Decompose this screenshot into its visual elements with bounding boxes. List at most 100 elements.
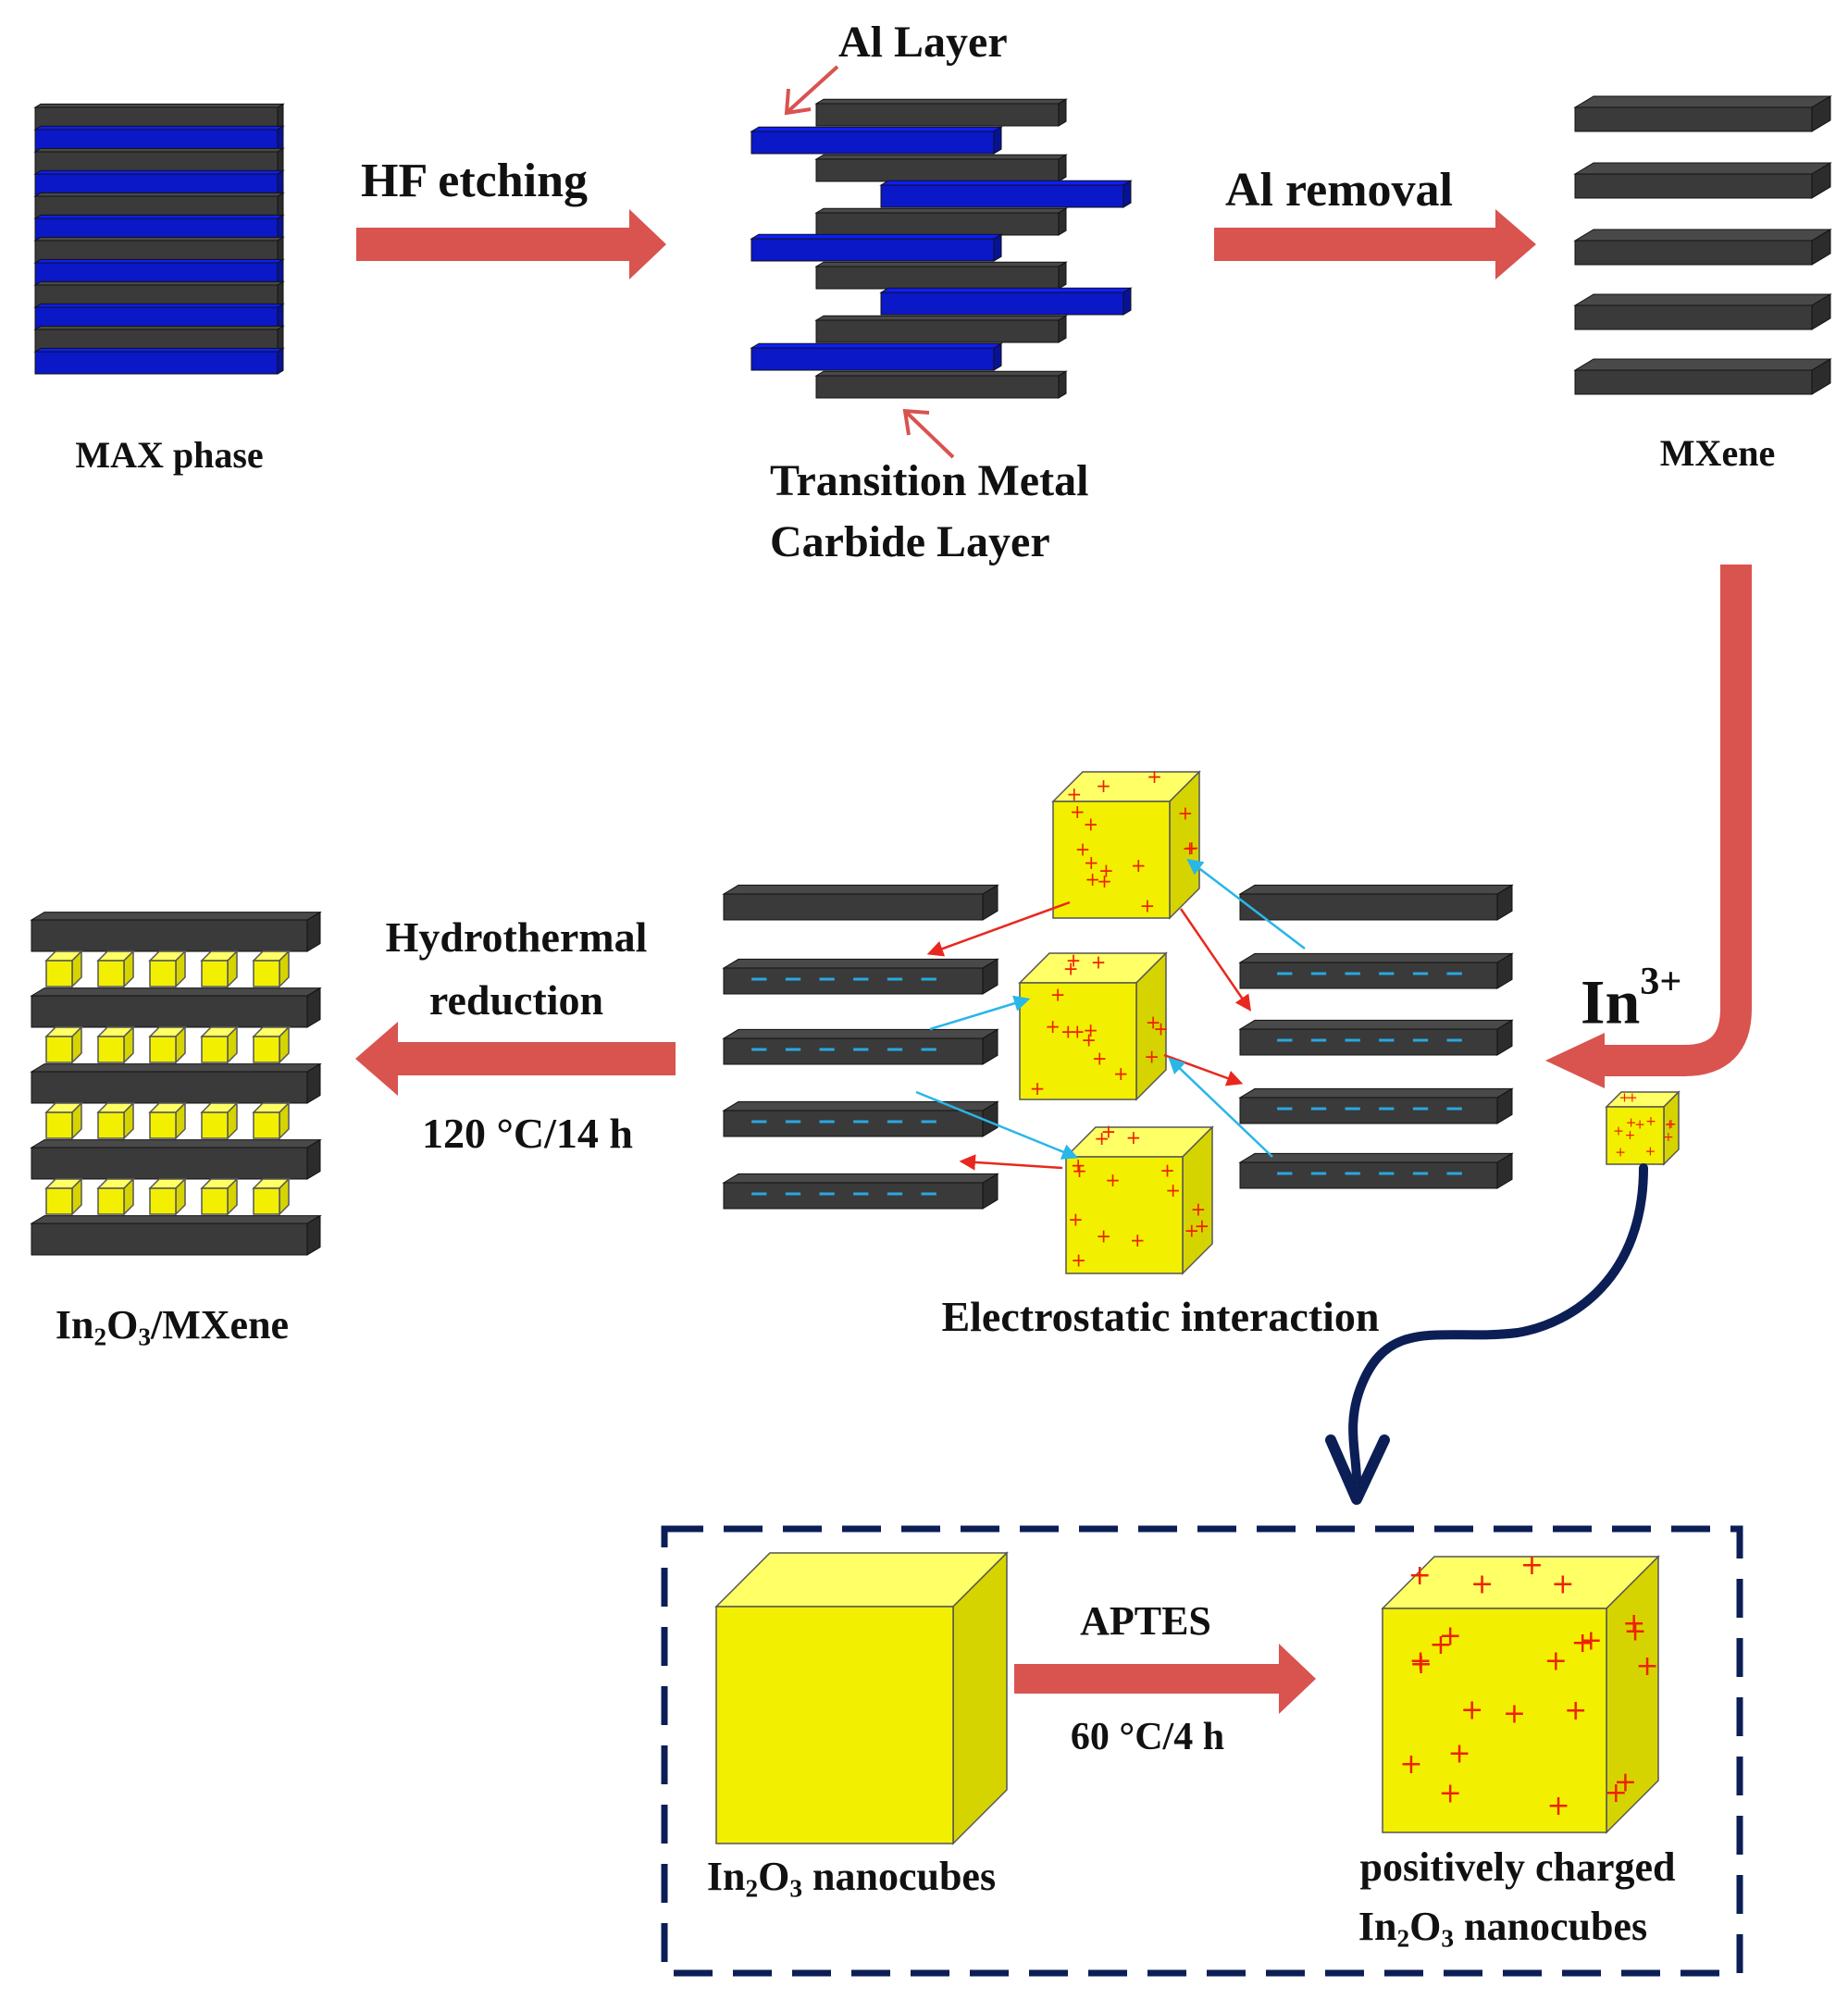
positive-charge-mark: + (1140, 894, 1156, 916)
positive-charge-mark: + (1619, 1090, 1631, 1105)
negative-charge-mark: − (1343, 960, 1363, 987)
mxene-sheet (30, 911, 322, 952)
positive-charge-mark: + (1439, 1620, 1462, 1652)
positive-charge-mark: + (1544, 1645, 1568, 1677)
positive-charge-mark: + (1050, 983, 1066, 1005)
mxene-sheet (1238, 1152, 1514, 1189)
al-removal-arrow (1214, 209, 1536, 279)
composite-label-part: /MXene (151, 1302, 290, 1347)
negative-charge-mark: − (919, 965, 939, 993)
carbide-layer (33, 325, 285, 353)
hydrothermal-arrow (355, 1022, 676, 1096)
carbide-layer (33, 280, 285, 308)
positive-charge-mark: + (1068, 1208, 1084, 1230)
positive-charge-mark: + (1182, 838, 1197, 860)
mxene-sheet (1573, 162, 1832, 199)
positive-charge-mark: + (1663, 1130, 1674, 1145)
in2o3-particle (148, 950, 187, 988)
negative-charge-mark: − (1343, 1026, 1363, 1054)
in2o3-particle (44, 1025, 83, 1064)
negative-charge-mark: − (749, 1108, 769, 1136)
negative-charge-mark: − (1308, 1160, 1329, 1187)
positive-charge-mark: + (1409, 1645, 1433, 1678)
al-layer (33, 214, 285, 242)
attraction-arrow (1179, 908, 1251, 1012)
nanocube-label-sub: 2 (745, 1874, 759, 1903)
positive-charge-mark: + (1113, 1062, 1129, 1085)
in2o3-mxene-composite (30, 911, 322, 1256)
al-layer (750, 233, 1003, 262)
positive-charge-mark: + (1645, 1114, 1656, 1129)
mxene-sheet (1238, 884, 1514, 921)
composite-label-sub: 3 (138, 1322, 152, 1351)
carbide-layer (814, 315, 1068, 343)
positive-charge-mark: + (1096, 775, 1111, 797)
positive-charge-mark: + (1097, 870, 1112, 892)
positive-charge-mark: + (1098, 859, 1114, 881)
al-layer-label: Al Layer (838, 18, 1008, 67)
composite-label-part: O (106, 1302, 139, 1347)
negative-charge-mark: − (783, 1108, 803, 1136)
negative-charge-mark: − (817, 1180, 837, 1208)
carbide-layer (33, 147, 285, 175)
al-layer (750, 342, 1003, 371)
positive-charge-mark: + (1131, 854, 1147, 876)
attraction-arrow (915, 1090, 1079, 1160)
negative-charge-mark: − (885, 1036, 905, 1063)
positive-charge-mark: + (1092, 1048, 1108, 1070)
max-phase-label: MAX phase (75, 434, 264, 476)
positive-charge-mark: + (1625, 1128, 1636, 1143)
negative-charge-mark: − (850, 1036, 871, 1063)
negative-charge-mark: − (850, 1108, 871, 1136)
etched-layer-stack (750, 98, 1133, 399)
mxene-sheet (1238, 1019, 1514, 1056)
in2o3-particle (252, 1177, 291, 1216)
negative-charge-mark: − (749, 965, 769, 993)
in2o3-particle (96, 950, 135, 988)
carbide-label-line2: Carbide Layer (770, 517, 1050, 566)
hydrothermal-label-line2: reduction (428, 976, 604, 1024)
positive-charge-mark: + (1071, 1154, 1086, 1176)
negative-charge-mark: − (1274, 1160, 1295, 1187)
in2o3-particle (200, 1025, 239, 1064)
hydrothermal-conditions: 120 °C/14 h (422, 1110, 633, 1157)
negative-charge-mark: − (885, 965, 905, 993)
positive-charge-mark: + (1624, 1615, 1647, 1647)
negative-charge-mark: − (1376, 1095, 1396, 1123)
charged-nanocube: +++++++++++++++ (1051, 765, 1201, 920)
mxene-sheet (30, 1214, 322, 1256)
attraction-arrow (1168, 1057, 1273, 1158)
positive-charge-mark: + (1081, 1029, 1097, 1051)
al-layer (33, 125, 285, 153)
positive-charge-mark: + (1644, 1145, 1656, 1160)
positive-charge-mark: + (1072, 1160, 1087, 1182)
negative-charge-mark: − (1274, 1095, 1295, 1123)
negative-charge-mark: − (1308, 1026, 1329, 1054)
mxene-sheet (722, 958, 999, 995)
positive-charge-mark: + (1551, 1568, 1574, 1600)
mxene-sheet (722, 1100, 999, 1137)
mxene-sheet (30, 987, 322, 1028)
negative-charge-mark: − (850, 1180, 871, 1208)
mxene-sheet (1573, 95, 1832, 132)
mxene-sheet (30, 1138, 322, 1180)
positive-charge-mark: + (1614, 1766, 1637, 1798)
in2o3-particle (148, 1177, 187, 1216)
negative-charge-mark: − (1308, 1095, 1329, 1123)
positive-charge-mark: + (1408, 1559, 1432, 1592)
positive-label-part: O (1409, 1904, 1442, 1949)
in2o3-particle (96, 1101, 135, 1140)
positive-charge-mark: + (1147, 765, 1162, 788)
positive-charge-mark: + (1546, 1790, 1569, 1822)
composite-label: In2O3/MXene (56, 1305, 289, 1350)
positive-charge-mark: + (1399, 1748, 1422, 1781)
in2o3-particle (252, 1101, 291, 1140)
positive-label-sub: 3 (1441, 1924, 1455, 1953)
positive-charge-mark: + (1094, 1127, 1110, 1149)
positive-charge-mark: + (1503, 1698, 1526, 1731)
positive-charge-mark: + (1571, 1627, 1594, 1659)
positive-charge-mark: + (1165, 1179, 1181, 1201)
positive-charge-mark: + (1613, 1124, 1624, 1139)
in2o3-particle (44, 1177, 83, 1216)
carbide-layer (814, 370, 1068, 399)
